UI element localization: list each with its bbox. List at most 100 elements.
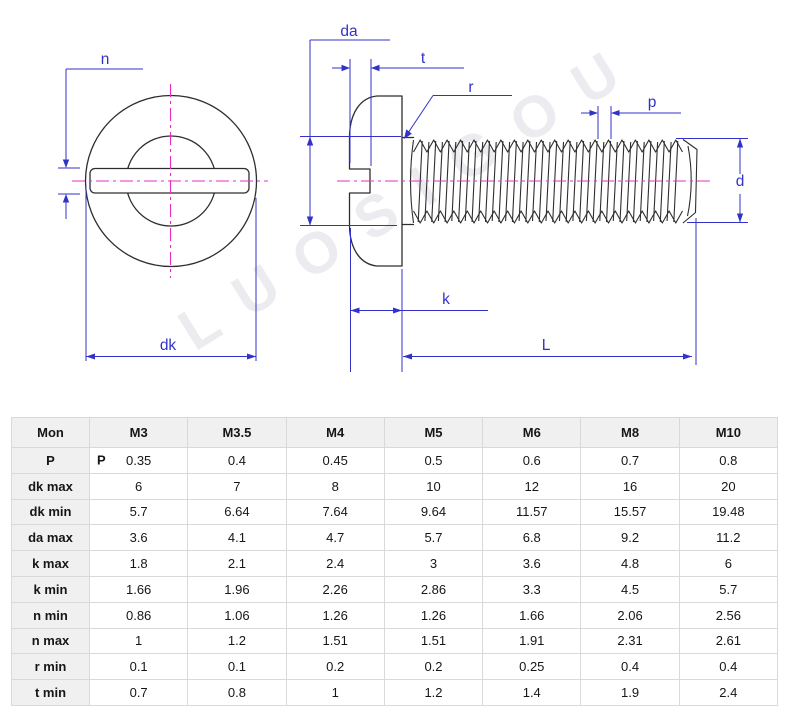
cell-value: 1 [331, 685, 339, 701]
table-cell: 2.31 [580, 627, 680, 655]
dimension-n: n [58, 51, 143, 219]
table-cell: 1.26 [285, 601, 385, 629]
table-cell: 11.57 [482, 498, 582, 526]
column-header: M4 [285, 417, 385, 448]
table-cell: 6 [678, 550, 779, 577]
table-cell: 1 [88, 627, 189, 655]
cell-value: 2.1 [227, 556, 246, 572]
table-cell: 0.8 [187, 679, 287, 706]
cell-value: 0.8 [719, 452, 738, 468]
table-cell: 1.8 [88, 550, 189, 577]
table-cell: 1 [285, 679, 385, 706]
table-cell: 1.2 [383, 679, 484, 706]
cell-value: 2.56 [715, 607, 741, 623]
column-header: M6 [482, 417, 582, 448]
row-label: r min [11, 653, 90, 681]
dim-label-t: t [421, 50, 426, 67]
cell-value: 1.06 [224, 607, 250, 623]
table-cell: 2.86 [383, 575, 484, 603]
dimension-p: p [581, 94, 681, 139]
cell-value: 2.31 [617, 633, 643, 649]
table-cell: 1.66 [88, 575, 189, 603]
cell-value: 1.51 [420, 633, 447, 649]
table-cell: 2.4 [285, 550, 385, 577]
table-cell: 0.1 [187, 653, 287, 681]
cell-value: 3.6 [522, 556, 541, 572]
front-view: n dk [58, 51, 268, 361]
table-cell: 1.26 [383, 601, 484, 629]
table-cell: 2.56 [678, 601, 779, 629]
table-cell: 5.7 [678, 575, 779, 603]
dim-label-da: da [340, 23, 358, 40]
thread-bottom-crests [413, 210, 683, 224]
cell-value: 1.8 [129, 556, 148, 572]
cell-value: 11.2 [716, 530, 741, 546]
table-cell: 0.2 [285, 653, 385, 681]
cell-value: 0.86 [125, 607, 152, 623]
cell-value: 0.2 [424, 659, 443, 675]
table-cell: 7.64 [285, 498, 385, 526]
row-label: n min [11, 601, 90, 629]
table-cell: 1.51 [383, 627, 484, 655]
table-cell: 0.4 [678, 653, 779, 681]
cell-value: 4.8 [621, 556, 640, 572]
table-cell: 2.06 [580, 601, 680, 629]
cell-value: 7 [233, 478, 241, 494]
table-cell: 1.66 [482, 601, 582, 629]
cell-value: 1.91 [519, 633, 545, 649]
cell-value: 0.2 [326, 659, 345, 675]
table-cell: 8 [285, 472, 385, 500]
table-cell: 0.86 [88, 601, 189, 629]
table-cell: 0.1 [88, 653, 189, 681]
dimension-da: da [300, 23, 401, 226]
table-cell: 5.7 [88, 498, 189, 526]
table-cell: 1.9 [580, 679, 680, 706]
table-cell: 5.7 [383, 524, 484, 552]
table-cell: 20 [678, 472, 779, 500]
dim-label-n: n [101, 51, 110, 68]
dimension-k: k [350, 228, 488, 372]
cell-value: 7.64 [322, 504, 348, 520]
table-cell: 19.48 [678, 498, 779, 526]
table-cell: 2.4 [678, 679, 779, 706]
cell-value: 0.1 [227, 659, 246, 675]
row-label: t min [11, 679, 90, 706]
cell-value: 2.61 [715, 633, 741, 649]
cell-value: 6.8 [522, 530, 541, 546]
row-label: P [11, 447, 90, 474]
cell-value: 5.7 [719, 581, 738, 597]
table-cell: 6.8 [482, 524, 582, 552]
column-header: M5 [383, 417, 484, 448]
cell-value: 2.26 [322, 581, 348, 597]
table-cell: 15.57 [580, 498, 680, 526]
cell-value: 6.64 [224, 504, 250, 520]
cell-value: 20 [721, 478, 736, 494]
table-cell: 16 [580, 472, 680, 500]
table-cell: 3.3 [482, 575, 582, 603]
table-cell: 4.1 [187, 524, 287, 552]
cell-value: 9.64 [420, 504, 447, 520]
cell-prefix: P [97, 452, 106, 468]
cell-value: 3.6 [129, 530, 148, 546]
cell-value: 1.2 [424, 685, 443, 701]
cell-value: 0.1 [129, 659, 148, 675]
cell-value: 1 [135, 633, 143, 649]
cell-value: 0.35 [125, 452, 152, 468]
dim-label-L: L [542, 337, 551, 354]
cell-value: 6 [135, 478, 143, 494]
technical-drawing: LUOSIGOU n dk [58, 23, 748, 372]
dimension-dk: dk [85, 186, 257, 361]
cell-value: 3.3 [522, 581, 541, 597]
table-cell: 1.51 [285, 627, 385, 655]
dimension-L: L [403, 218, 697, 365]
dim-label-k: k [442, 291, 450, 308]
table-cell: P 0.35 [88, 447, 189, 474]
cell-value: 0.6 [522, 452, 541, 468]
table-cell: 10 [383, 472, 484, 500]
cell-value: 0.45 [322, 452, 348, 468]
